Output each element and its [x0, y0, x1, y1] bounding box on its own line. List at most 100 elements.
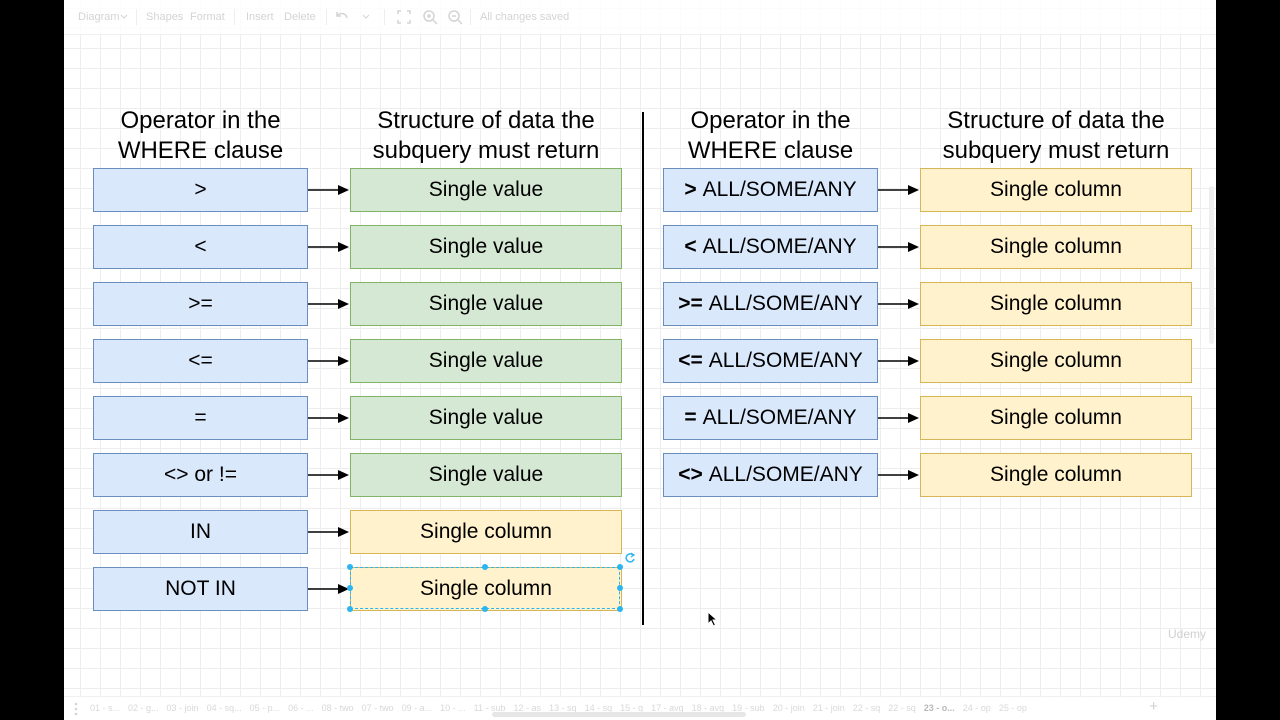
toolbar: Diagram Shapes Format Insert Delete All … [64, 0, 1216, 35]
selection-outline [350, 567, 620, 609]
arrow-connector[interactable] [308, 583, 350, 595]
chevron-down-icon[interactable] [362, 13, 370, 21]
page-tab[interactable]: 06 - ... [288, 703, 314, 713]
operator-box[interactable]: =ALL/SOME/ANY [663, 396, 878, 440]
result-box[interactable]: Single column [350, 510, 622, 554]
undo-icon[interactable] [334, 9, 350, 25]
page-tab[interactable]: 03 - join [166, 703, 199, 713]
page-tab[interactable]: 17 - avg [651, 703, 684, 713]
arrow-connector[interactable] [878, 241, 920, 253]
zoom-out-icon[interactable] [447, 9, 463, 25]
rotate-handle-icon[interactable] [624, 552, 636, 564]
arrow-connector[interactable] [878, 412, 920, 424]
operator-box[interactable]: > [93, 168, 308, 212]
page-tab[interactable]: 02 - g... [128, 703, 159, 713]
arrow-connector[interactable] [878, 184, 920, 196]
operator-box[interactable]: <>ALL/SOME/ANY [663, 453, 878, 497]
page-tab-list: 01 - s... 02 - g... 03 - join 04 - sq... 05 … [90, 697, 1035, 713]
operator-box[interactable]: <=ALL/SOME/ANY [663, 339, 878, 383]
page-tab[interactable]: 07 - two [361, 703, 394, 713]
chevron-down-icon [120, 14, 128, 19]
page-tab[interactable]: 09 - a... [401, 703, 433, 713]
result-box[interactable]: Single column [920, 396, 1192, 440]
page-tab[interactable]: 01 - s... [90, 703, 121, 713]
resize-handle[interactable] [617, 564, 623, 570]
arrow-connector[interactable] [308, 412, 350, 424]
add-page-icon[interactable]: + [1149, 698, 1158, 715]
result-box[interactable]: Single value [350, 339, 622, 383]
horizontal-scrollbar[interactable] [492, 712, 746, 717]
page-tab[interactable]: 20 - join [772, 703, 805, 713]
resize-handle[interactable] [482, 564, 488, 570]
result-box[interactable]: Single value [350, 396, 622, 440]
page-tab[interactable]: 05 - p... [249, 703, 281, 713]
arrow-connector[interactable] [308, 241, 350, 253]
page-tab[interactable]: 11 - sub [473, 703, 506, 713]
arrow-connector[interactable] [308, 469, 350, 481]
operator-box[interactable]: <ALL/SOME/ANY [663, 225, 878, 269]
diagram-menu[interactable]: Diagram [78, 11, 120, 23]
result-box[interactable]: Single column [920, 168, 1192, 212]
operator-box[interactable]: <= [93, 339, 308, 383]
operator-box[interactable]: >= [93, 282, 308, 326]
zoom-in-icon[interactable] [422, 9, 438, 25]
page-tab[interactable]: 15 - q [620, 703, 644, 713]
page-tab[interactable]: 21 - join [812, 703, 845, 713]
result-box[interactable]: Single column [920, 225, 1192, 269]
operator-box[interactable]: NOT IN [93, 567, 308, 611]
format-toggle[interactable]: Format [190, 11, 225, 23]
arrow-connector[interactable] [308, 184, 350, 196]
page-tab[interactable]: 10 - ... [440, 703, 466, 713]
operator-box[interactable]: >=ALL/SOME/ANY [663, 282, 878, 326]
vertical-scrollbar[interactable] [1209, 186, 1214, 344]
page-tab[interactable]: 25 - op [998, 703, 1027, 713]
result-box[interactable]: Single value [350, 168, 622, 212]
page-tab[interactable]: 12 - as [513, 703, 542, 713]
result-box[interactable]: Single column [920, 282, 1192, 326]
operator-box[interactable]: < [93, 225, 308, 269]
arrow-connector[interactable] [878, 355, 920, 367]
arrow-connector[interactable] [878, 469, 920, 481]
page-tab[interactable]: 14 - sq [584, 703, 613, 713]
resize-handle[interactable] [347, 606, 353, 612]
result-box[interactable]: Single value [350, 225, 622, 269]
page-tab[interactable]: 18 - avg [691, 703, 725, 713]
arrow-connector[interactable] [308, 526, 350, 538]
shapes-toggle[interactable]: Shapes [146, 11, 184, 23]
result-box[interactable]: Single value [350, 282, 622, 326]
pages-menu-icon[interactable] [74, 702, 78, 716]
divider-line[interactable] [642, 112, 644, 625]
operator-box[interactable]: >ALL/SOME/ANY [663, 168, 878, 212]
resize-handle[interactable] [617, 606, 623, 612]
page-tab[interactable]: 22 - sq [852, 703, 881, 713]
resize-handle[interactable] [347, 564, 353, 570]
resize-handle[interactable] [482, 606, 488, 612]
result-box[interactable]: Single column [920, 339, 1192, 383]
page-tab[interactable]: 13 - sq [549, 703, 577, 713]
arrow-connector[interactable] [308, 298, 350, 310]
page-tab[interactable]: 19 - sub [732, 703, 765, 713]
page-tab[interactable]: 04 - sq... [206, 703, 242, 713]
page-tab[interactable]: 22 - sq [888, 703, 916, 713]
fit-page-icon[interactable] [396, 9, 412, 25]
operator-box[interactable]: IN [93, 510, 308, 554]
result-box-selected[interactable]: Single column [350, 567, 622, 611]
operator-box[interactable]: <> or != [93, 453, 308, 497]
mouse-cursor-icon [707, 611, 719, 627]
resize-handle[interactable] [347, 585, 353, 591]
insert-button[interactable]: Insert [246, 11, 274, 23]
page-tab[interactable]: 23 - o... [923, 703, 955, 713]
result-box[interactable]: Single column [920, 453, 1192, 497]
delete-button[interactable]: Delete [284, 11, 316, 23]
arrow-connector[interactable] [878, 298, 920, 310]
resize-handle[interactable] [617, 585, 623, 591]
arrow-connector[interactable] [308, 355, 350, 367]
page-tab[interactable]: 24 - op [962, 703, 991, 713]
operator-box[interactable]: = [93, 396, 308, 440]
save-status: All changes saved [480, 11, 570, 23]
result-box[interactable]: Single value [350, 453, 622, 497]
page-tab[interactable]: 08 - two [321, 703, 354, 713]
